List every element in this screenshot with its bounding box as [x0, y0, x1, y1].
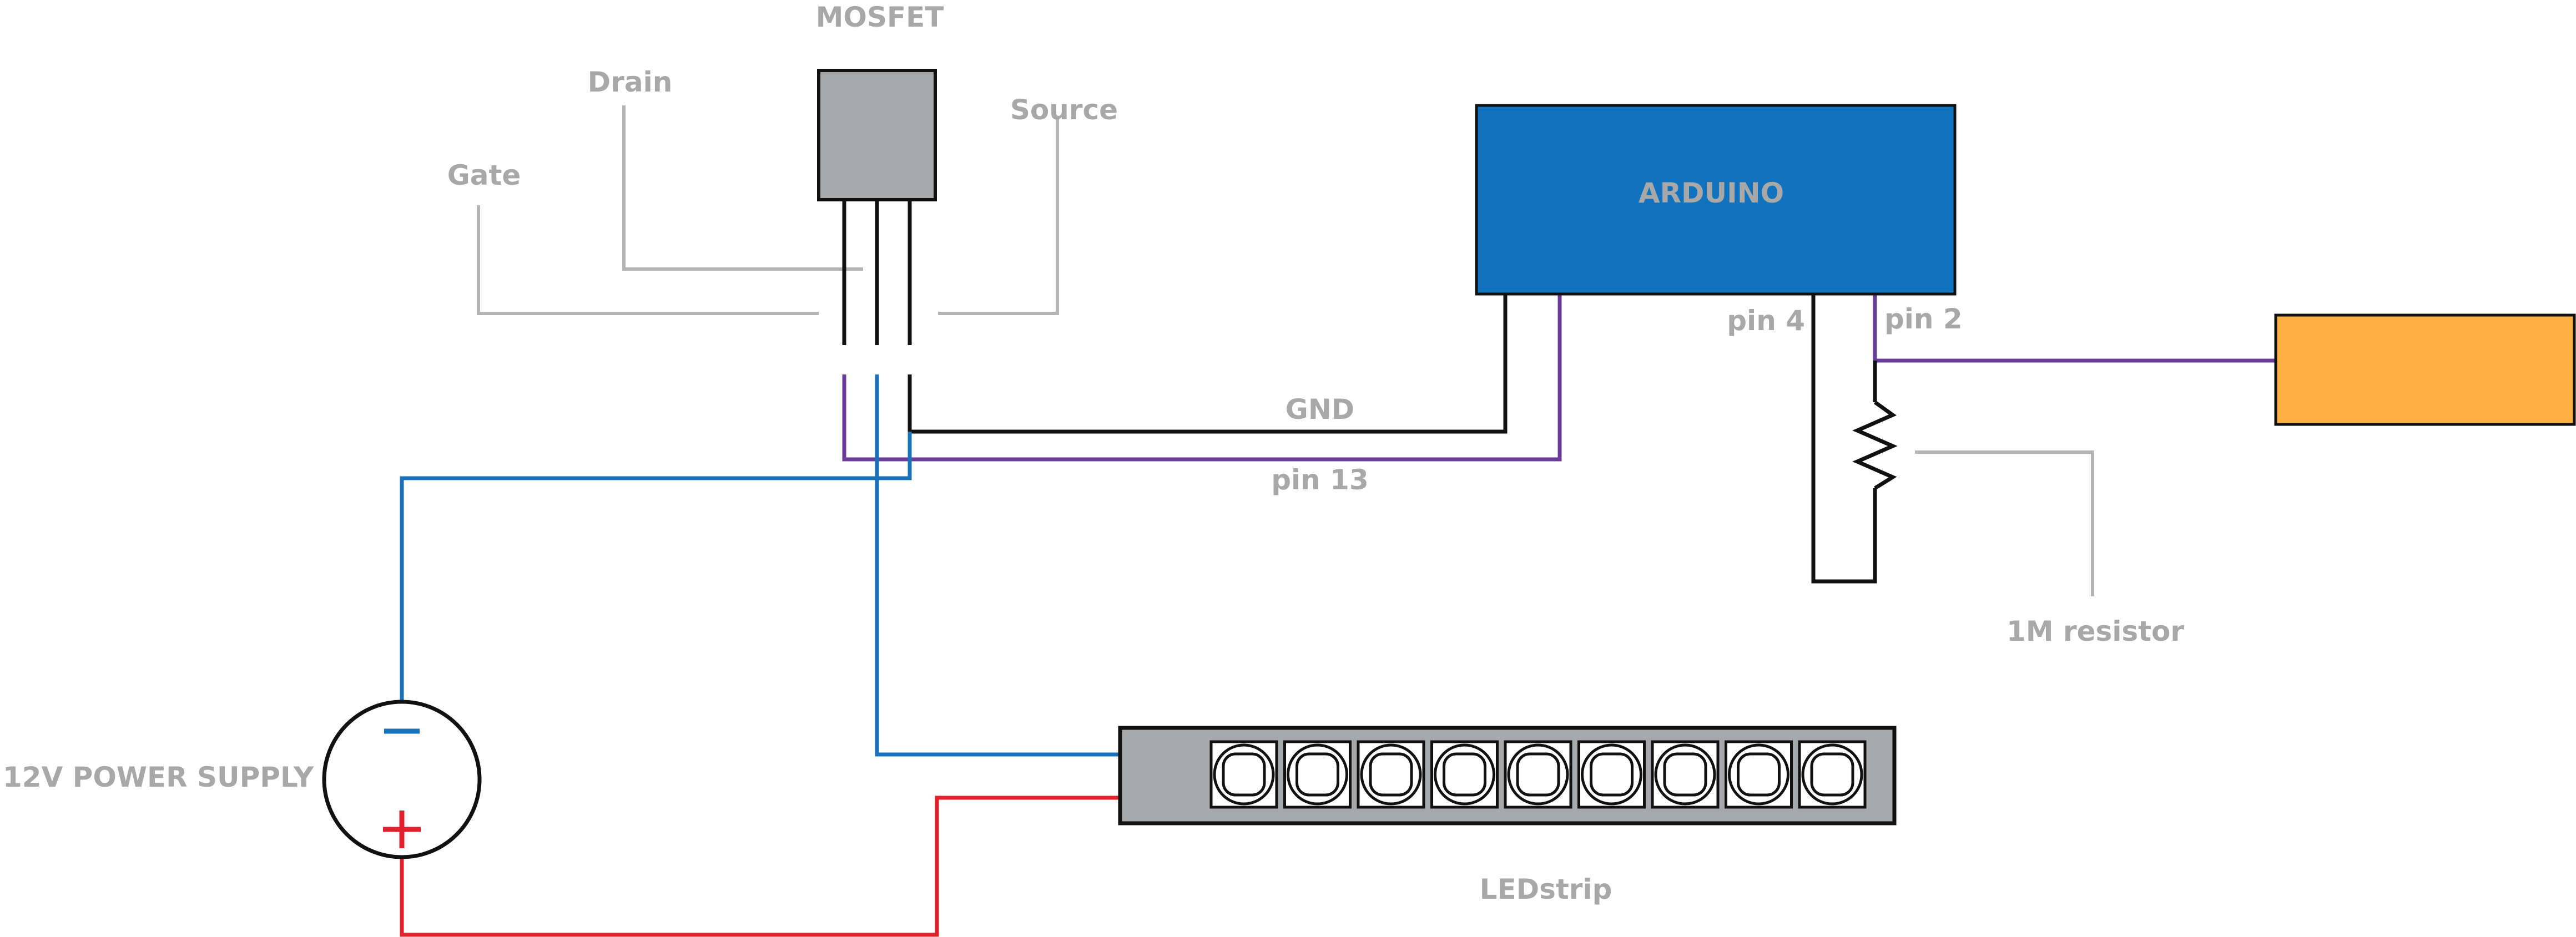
led-lens [1443, 752, 1486, 797]
led-cell [1504, 740, 1572, 809]
resistor-leader [1915, 450, 2094, 596]
pin2-label: pin 2 [1884, 303, 1963, 335]
led-cell [1725, 740, 1793, 809]
gate-label: Gate [447, 159, 521, 191]
led-cell [1577, 740, 1646, 809]
gate-leader [477, 205, 819, 315]
arduino-board [1475, 104, 1957, 296]
led-lens [1516, 752, 1560, 797]
drain-leader [622, 105, 863, 271]
pin4-label: pin 4 [1727, 305, 1805, 337]
drain-label: Drain [588, 66, 673, 98]
power-supply-label: 12V POWER SUPPLY [3, 761, 314, 793]
led-cells [1209, 740, 1867, 809]
gnd-label: GND [1286, 393, 1354, 426]
led-cell [1283, 740, 1352, 809]
leader-lines [477, 105, 2094, 596]
pin13-label: pin 13 [1271, 464, 1369, 496]
wire-supply-plus-red [400, 796, 1146, 937]
wire-drain-blue [875, 374, 1146, 757]
sensor-pad [2274, 313, 2576, 426]
mosfet-label: MOSFET [816, 1, 944, 33]
ledstrip-label: LEDstrip [1480, 873, 1612, 905]
led-cell [1798, 740, 1867, 809]
arduino-label: ARDUINO [1639, 177, 1784, 209]
source-leader [938, 117, 1059, 315]
mosfet-legs [842, 200, 912, 345]
source-label: Source [1010, 94, 1118, 126]
led-lens [1810, 752, 1854, 797]
power-supply-circle [322, 700, 482, 859]
led-cell [1651, 740, 1720, 809]
wire-pin13-purple [842, 294, 1562, 462]
wire-gnd-black [908, 294, 1508, 434]
led-cell [1357, 740, 1425, 809]
led-lens [1590, 752, 1634, 797]
resistor-label: 1M resistor [2007, 615, 2184, 647]
led-lens [1295, 752, 1339, 797]
mosfet [817, 69, 937, 345]
wire-pin4-black [1811, 294, 1877, 584]
led-cell [1209, 740, 1278, 809]
led-cell [1430, 740, 1499, 809]
resistor-zigzag [1852, 401, 1898, 490]
ledstrip [1118, 726, 1897, 825]
wire-supply-minus-blue [400, 432, 912, 705]
led-lens [1222, 752, 1266, 797]
led-lens [1737, 752, 1781, 797]
led-lens [1663, 752, 1707, 797]
mosfet-body [817, 69, 937, 201]
power-supply [322, 700, 482, 859]
led-lens [1369, 752, 1413, 797]
